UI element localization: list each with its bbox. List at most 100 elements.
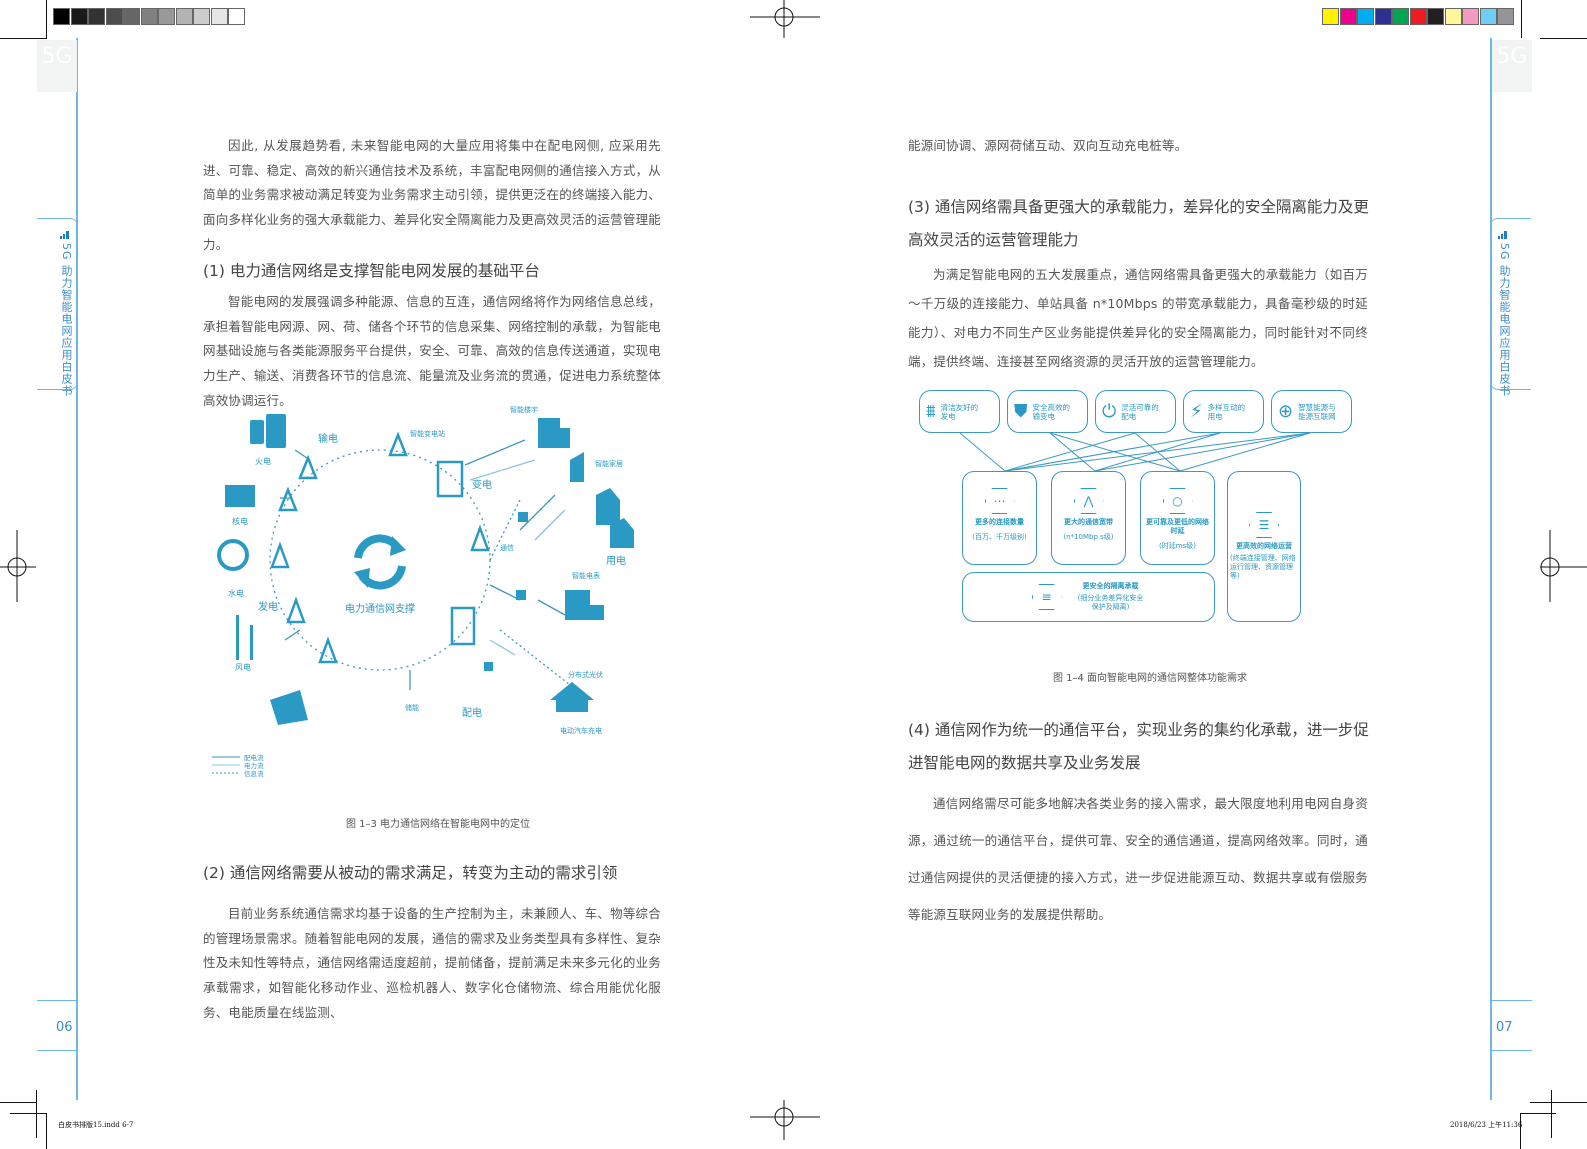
- side-tab-right: [1490, 218, 1531, 390]
- building-icon: [538, 418, 560, 448]
- color-swatch: [1392, 8, 1409, 25]
- plug-icon: ⏻: [1102, 401, 1117, 422]
- label-distribution: 配电: [462, 706, 482, 719]
- gray-swatch: [228, 8, 245, 25]
- crop-mark: [1521, 0, 1522, 38]
- dots-hexagon-icon: ⋯: [984, 488, 1015, 514]
- network-ring: [269, 449, 491, 671]
- capability-title: 更安全的隔离承载: [1082, 582, 1139, 590]
- capability-box: ⋯更多的连接数量(百万、千万级别): [962, 471, 1037, 565]
- shield-icon: ⛊: [1014, 401, 1028, 422]
- page-number-right: 07: [1496, 1020, 1513, 1035]
- label-nuclear: 核电: [232, 516, 248, 526]
- color-swatch: [1357, 8, 1374, 25]
- gray-swatch: [140, 8, 158, 25]
- section-3-heading: (3) 通信网络需具备更强大的承载能力，差异化的安全隔离能力及更高效灵活的运营管…: [908, 198, 1369, 249]
- house-pv-icon: [550, 682, 594, 712]
- list-hexagon-icon: ≡: [1031, 584, 1062, 610]
- function-box: ⛊安全高效的输变电: [1007, 390, 1088, 433]
- watermark-5g: 5G: [1492, 40, 1532, 92]
- page-number-left: 06: [56, 1020, 73, 1035]
- figure-1-3-caption: 图 1–3 电力通信网络在智能电网中的定位: [345, 819, 531, 830]
- margin-rule-right: [1490, 38, 1492, 1100]
- legend-item: 电力流: [244, 761, 264, 770]
- figure-1-4-caption: 图 1–4 面向智能电网的通信网整体功能需求: [1052, 673, 1248, 684]
- label-ev-charging: 电动汽车充电: [560, 726, 602, 735]
- label-wind: 风电: [235, 662, 251, 672]
- signal-bars-icon: [1498, 231, 1507, 239]
- connector-lines: [959, 432, 1311, 472]
- margin-rule-left: [76, 38, 78, 1100]
- section-3-body: 为满足智能电网的五大发展重点，通信网络需具备更强大的承载能力（如百万～千万级的连…: [908, 267, 1368, 369]
- color-swatch: [1444, 8, 1462, 25]
- color-swatch: [1409, 8, 1427, 25]
- side-tab-left: [37, 218, 78, 390]
- label-thermal: 火电: [255, 456, 271, 466]
- tray-hexagon-icon: ☰: [1249, 512, 1279, 538]
- capability-subtitle: (百万、千万级别): [972, 533, 1027, 541]
- label-generation: 发电: [258, 600, 278, 613]
- transmission-tower-icon: ⩩: [926, 401, 936, 422]
- gray-swatch: [88, 8, 105, 25]
- transmission-tower-icon: [270, 431, 490, 664]
- color-swatch: [1427, 8, 1444, 25]
- gray-swatch: [123, 8, 140, 25]
- gray-swatch: [193, 8, 210, 25]
- label-consumption: 用电: [606, 554, 626, 567]
- crop-mark: [0, 1102, 36, 1103]
- label-transmission: 输电: [318, 432, 338, 445]
- side-tab-label: 5G 助力智能电网应用白皮书: [60, 243, 73, 398]
- registration-mark-top: [750, 0, 820, 38]
- divider: [1490, 1000, 1532, 1001]
- slug-timestamp: 2018/6/23 上午11:36: [1450, 1121, 1523, 1129]
- figure-1-3-diagram: 火电 核电 水电 风电 光伏 智能变电站 智能楼宇 智能家居 通信 智能电表 分…: [212, 405, 634, 778]
- section-2-heading: (2) 通信网络需要从被动的需求满足，转变为主动的需求引领: [203, 864, 618, 882]
- graph-hexagon-icon: ⋀: [1073, 488, 1104, 514]
- crop-mark: [1520, 1113, 1556, 1114]
- slug-file-info: 白皮书排版15.indd 6-7: [58, 1121, 134, 1129]
- registration-mark-bottom: [750, 1100, 820, 1140]
- function-box: ⏻灵活可靠的配电: [1095, 390, 1176, 433]
- globe-icon: ⊕: [1278, 401, 1294, 422]
- section-2-body: 目前业务系统通信需求均基于设备的生产控制为主，未兼顾人、车、物等综合的管理场景需…: [203, 906, 661, 1020]
- label-smart-building: 智能楼宇: [510, 405, 538, 414]
- capability-subtitle: (时延ms级): [1159, 542, 1196, 550]
- label-storage: 储能: [405, 703, 419, 712]
- label-communication: 通信: [500, 543, 514, 552]
- function-box: ⚡多样互动的用电: [1183, 390, 1264, 433]
- hydro-icon: [217, 539, 249, 571]
- gray-swatch: [158, 8, 175, 25]
- registration-mark-right: [1540, 530, 1587, 602]
- label-smart-substation: 智能变电站: [410, 429, 445, 438]
- gray-swatch: [210, 8, 228, 25]
- watermark-5g: 5G: [37, 40, 77, 92]
- crop-mark: [10, 1113, 46, 1114]
- color-swatch: [1374, 8, 1392, 25]
- gray-swatch: [105, 8, 123, 25]
- crop-mark: [0, 38, 47, 39]
- divider: [37, 1000, 77, 1001]
- gray-swatch: [70, 8, 88, 25]
- lightning-icon: ⚡: [1190, 401, 1203, 422]
- intro-paragraph: 因此, 从发展趋势看, 未来智能电网的大量应用将集中在配电网侧, 应采用先进、可…: [203, 138, 661, 252]
- gray-swatch: [53, 8, 70, 25]
- capability-title: 更可靠及更低的网络时延: [1146, 518, 1209, 535]
- gray-swatch: [175, 8, 193, 25]
- crop-mark: [1540, 38, 1587, 39]
- section-1-body: 智能电网的发展强调多种能源、信息的互连，通信网络将作为网络信息总线，承担着智能电…: [203, 294, 661, 408]
- circle-hexagon-icon: ○: [1162, 488, 1193, 514]
- capability-subtitle: (n*10Mbp s级): [1063, 533, 1114, 541]
- capability-title: 更高效的网络运营: [1236, 542, 1292, 550]
- figure-1-4-diagram: ⩩清洁友好的发电⛊安全高效的输变电⏻灵活可靠的配电⚡多样互动的用电⊕智慧能源与能…: [910, 385, 1360, 630]
- function-box-label: 清洁友好的发电: [940, 402, 979, 421]
- legend-item: 配电流: [244, 753, 264, 762]
- substation-icon: [436, 460, 464, 498]
- label-distributed-pv: 分布式光伏: [568, 670, 603, 679]
- wind-turbine-icon: [236, 615, 239, 660]
- thermal-plant-icon: [250, 420, 264, 444]
- label-substation: 变电: [472, 478, 492, 491]
- capability-box: ⋀更大的通信宽带(n*10Mbp s级): [1051, 471, 1126, 565]
- capability-subtitle: (细分业务差异化安全保护及隔离): [1077, 594, 1144, 611]
- crop-mark: [46, 0, 47, 38]
- capability-box: ≡ 更安全的隔离承载 (细分业务差异化安全保护及隔离): [962, 572, 1215, 622]
